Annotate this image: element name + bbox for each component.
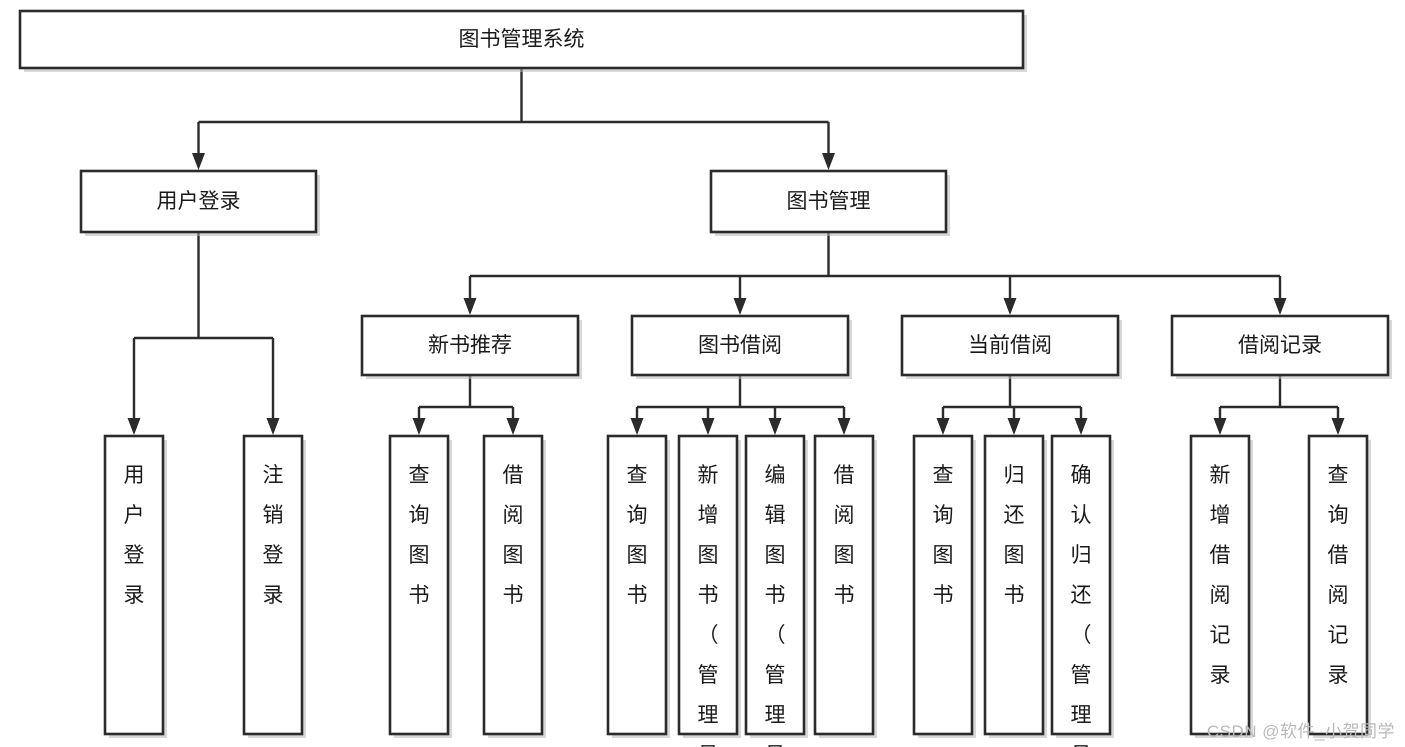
node-book-management[interactable]: 图书管理 [709,169,950,236]
edge-group-book-borrow [630,375,851,435]
edge-group-borrow-record [1213,375,1345,435]
edge-group-new-book-recommend [412,375,520,435]
node-label: 借阅记录 [1238,334,1322,357]
node-label: 新书推荐 [428,334,512,357]
node-root[interactable]: 图书管理系统 [18,9,1027,72]
node-label: 用户登录 [157,190,241,213]
node-label: 用户登录 [124,464,145,607]
node-borrow-record[interactable]: 借阅记录 [1170,314,1392,379]
node-leaf-query-book-3[interactable]: 查询图书 [912,434,976,738]
edges-layer [127,68,1345,435]
node-label: 查询图书 [627,464,648,607]
node-leaf-borrow-book-2[interactable]: 借阅图书 [813,434,877,738]
node-label: 归还图书 [1004,464,1025,607]
node-label: 借阅图书 [503,464,524,607]
node-leaf-user-login[interactable]: 用户登录 [103,434,167,738]
node-label: 注销登录 [263,464,284,607]
node-leaf-add-borrow-record[interactable]: 新增借阅记录 [1189,434,1253,738]
node-label: 图书借阅 [698,334,782,357]
node-label: 确认归还（管理员） [1071,464,1092,747]
edge-group-current-borrow [936,375,1088,435]
node-label: 查询借阅记录 [1328,464,1349,687]
node-current-borrow[interactable]: 当前借阅 [900,314,1122,379]
edge-group-root [192,68,835,170]
node-label: 当前借阅 [968,334,1052,357]
node-new-book-recommend[interactable]: 新书推荐 [360,314,582,379]
node-label: 图书管理系统 [459,28,585,51]
nodes-layer: 图书管理系统用户登录图书管理新书推荐图书借阅当前借阅借阅记录用户登录注销登录查询… [18,9,1392,747]
node-label: 图书管理 [787,190,871,213]
node-leaf-query-book-1[interactable]: 查询图书 [388,434,452,738]
node-label: 新增图书（管理员） [698,464,719,747]
node-label: 查询图书 [933,464,954,607]
node-leaf-edit-book[interactable]: 编辑图书（管理员） [744,434,808,747]
node-leaf-query-borrow-record[interactable]: 查询借阅记录 [1307,434,1371,738]
node-leaf-return-book[interactable]: 归还图书 [983,434,1047,738]
node-label: 新增借阅记录 [1210,464,1231,687]
edge-group-book-management [463,232,1287,315]
node-label: 借阅图书 [834,464,855,607]
node-book-borrow[interactable]: 图书借阅 [630,314,852,379]
edge-group-user-login [127,232,280,435]
node-user-login[interactable]: 用户登录 [79,169,320,236]
csdn-watermark: CSDN @软件_小贺同学 [1206,722,1395,741]
node-leaf-borrow-book-1[interactable]: 借阅图书 [482,434,546,738]
node-leaf-query-book-2[interactable]: 查询图书 [606,434,670,738]
node-label: 查询图书 [409,464,430,607]
node-leaf-add-book[interactable]: 新增图书（管理员） [677,434,741,747]
node-label: 编辑图书（管理员） [765,464,786,747]
node-leaf-logout[interactable]: 注销登录 [242,434,306,738]
node-leaf-confirm-return[interactable]: 确认归还（管理员） [1050,434,1114,747]
